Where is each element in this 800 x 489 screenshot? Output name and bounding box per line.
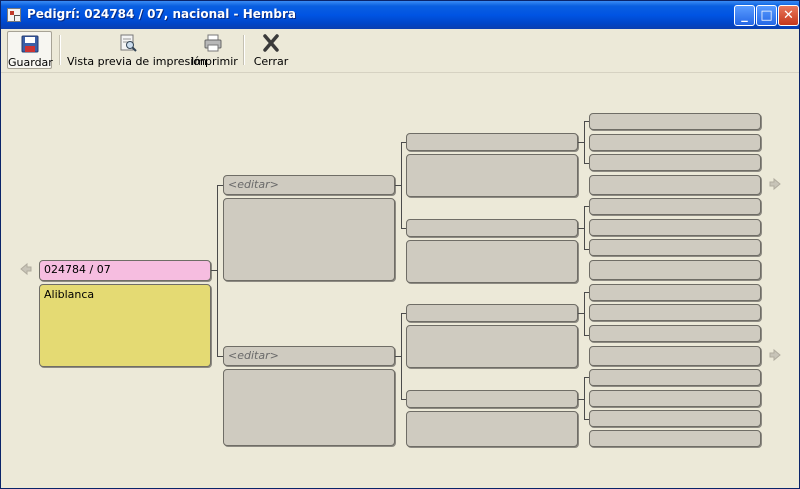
connector-line	[211, 270, 217, 271]
ancestor-box[interactable]	[589, 369, 761, 386]
print-preview-label: Vista previa de impresión	[67, 55, 207, 68]
connector-line	[395, 185, 401, 186]
save-button[interactable]: Guardar	[7, 31, 53, 69]
subject-name-box[interactable]: Aliblanca	[39, 284, 211, 367]
ancestor-box[interactable]	[589, 346, 761, 366]
connector-line	[578, 228, 584, 229]
grandparent-body-box[interactable]	[406, 154, 578, 197]
grandparent-body-box[interactable]	[406, 411, 578, 447]
connector-line	[395, 356, 401, 357]
print-preview-button[interactable]: Vista previa de impresión	[67, 31, 207, 69]
connector-line	[584, 377, 585, 419]
ancestor-box[interactable]	[589, 175, 761, 195]
connector-line	[578, 142, 584, 143]
save-label: Guardar	[8, 56, 53, 69]
ancestor-box[interactable]	[589, 430, 761, 447]
connector-line	[401, 313, 402, 399]
close-window-button[interactable]: ✕	[778, 5, 799, 26]
close-label: Cerrar	[253, 55, 289, 68]
ancestor-box[interactable]	[589, 198, 761, 215]
nav-right-arrow-icon[interactable]	[768, 348, 782, 362]
ancestor-box[interactable]	[589, 134, 761, 151]
ancestor-box[interactable]	[589, 325, 761, 342]
connector-line	[584, 121, 585, 163]
connector-line	[584, 206, 585, 249]
connector-line	[584, 206, 589, 207]
connector-line	[578, 399, 584, 400]
connector-line	[584, 419, 589, 420]
printer-icon	[204, 34, 222, 52]
parent-body-box[interactable]	[223, 198, 395, 281]
ancestor-box[interactable]	[589, 219, 761, 236]
connector-line	[217, 356, 223, 357]
connector-line	[584, 292, 585, 335]
connector-line	[401, 399, 407, 400]
minimize-button[interactable]: _	[734, 5, 755, 26]
print-button[interactable]: Imprimir	[191, 31, 238, 69]
grandparent-label-box[interactable]	[406, 304, 578, 322]
ancestor-box[interactable]	[589, 113, 761, 130]
ancestor-box[interactable]	[589, 154, 761, 171]
grandparent-body-box[interactable]	[406, 325, 578, 368]
print-preview-icon	[120, 34, 137, 52]
parent-label-box[interactable]: <editar>	[223, 175, 395, 195]
ancestor-box[interactable]	[589, 390, 761, 407]
connector-line	[584, 121, 589, 122]
connector-line	[401, 142, 407, 143]
connector-line	[401, 228, 407, 229]
close-button[interactable]: Cerrar	[251, 31, 291, 69]
connector-line	[584, 335, 589, 336]
ancestor-box[interactable]	[589, 410, 761, 427]
floppy-disk-icon	[21, 35, 38, 53]
connector-line	[584, 292, 589, 293]
title-bar[interactable]: Pedigrí: 024784 / 07, nacional - Hembra …	[1, 1, 799, 29]
connector-line	[217, 185, 218, 356]
ancestor-box[interactable]	[589, 304, 761, 321]
toolbar-separator	[243, 35, 245, 65]
ancestor-box[interactable]	[589, 260, 761, 280]
connector-line	[584, 377, 589, 378]
parent-body-box[interactable]	[223, 369, 395, 446]
subject-id-box[interactable]: 024784 / 07	[39, 260, 211, 281]
x-icon	[263, 34, 279, 52]
pedigree-canvas: 024784 / 07 Aliblanca <editar> <editar>	[7, 73, 793, 483]
connector-line	[578, 313, 584, 314]
grandparent-label-box[interactable]	[406, 219, 578, 237]
maximize-button[interactable]: □	[756, 5, 777, 26]
connector-line	[584, 249, 589, 250]
ancestor-box[interactable]	[589, 284, 761, 301]
window-title: Pedigrí: 024784 / 07, nacional - Hembra	[27, 7, 296, 21]
ancestor-box[interactable]	[589, 239, 761, 256]
connector-line	[584, 163, 589, 164]
connector-line	[401, 142, 402, 228]
nav-left-arrow-icon[interactable]	[19, 262, 33, 276]
grandparent-label-box[interactable]	[406, 133, 578, 151]
app-icon	[7, 8, 21, 22]
grandparent-body-box[interactable]	[406, 240, 578, 283]
connector-line	[217, 185, 223, 186]
nav-right-arrow-icon[interactable]	[768, 177, 782, 191]
print-label: Imprimir	[191, 55, 238, 68]
toolbar: Guardar Vista previa de impresión Imprim…	[1, 29, 799, 73]
toolbar-separator	[59, 35, 61, 65]
parent-label-box[interactable]: <editar>	[223, 346, 395, 366]
grandparent-label-box[interactable]	[406, 390, 578, 408]
connector-line	[401, 313, 407, 314]
